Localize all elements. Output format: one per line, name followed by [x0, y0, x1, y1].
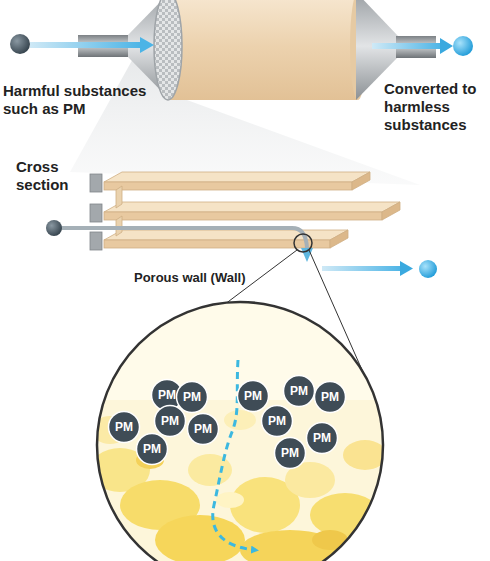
pm-particle: PM	[313, 380, 347, 414]
caption-label: Harmful substances such as PM	[3, 82, 155, 118]
particle-label: PM	[107, 410, 141, 444]
pm-particle: PM	[236, 379, 270, 413]
pm-particle: PM	[107, 410, 141, 444]
particle-label: PM	[305, 421, 339, 455]
pm-particle: PM	[186, 412, 220, 446]
caption-label: Porous wall (Wall)	[134, 270, 294, 286]
pm-particle: PM	[305, 421, 339, 455]
particle-label: PM	[236, 379, 270, 413]
pm-particle: PM	[153, 404, 187, 438]
particle-label: PM	[260, 404, 294, 438]
particle-label: PM	[282, 374, 316, 408]
particle-label: PM	[186, 412, 220, 446]
particle-label: PM	[273, 436, 307, 470]
pm-particle: PM	[273, 436, 307, 470]
pm-particle: PM	[135, 432, 169, 466]
particle-label: PM	[153, 404, 187, 438]
pm-particle: PM	[282, 374, 316, 408]
pm-particle: PM	[260, 404, 294, 438]
particle-label: PM	[135, 432, 169, 466]
caption-label: Cross section	[16, 158, 88, 194]
particle-label: PM	[313, 380, 347, 414]
caption-label: Converted to harmless substances	[384, 80, 490, 134]
